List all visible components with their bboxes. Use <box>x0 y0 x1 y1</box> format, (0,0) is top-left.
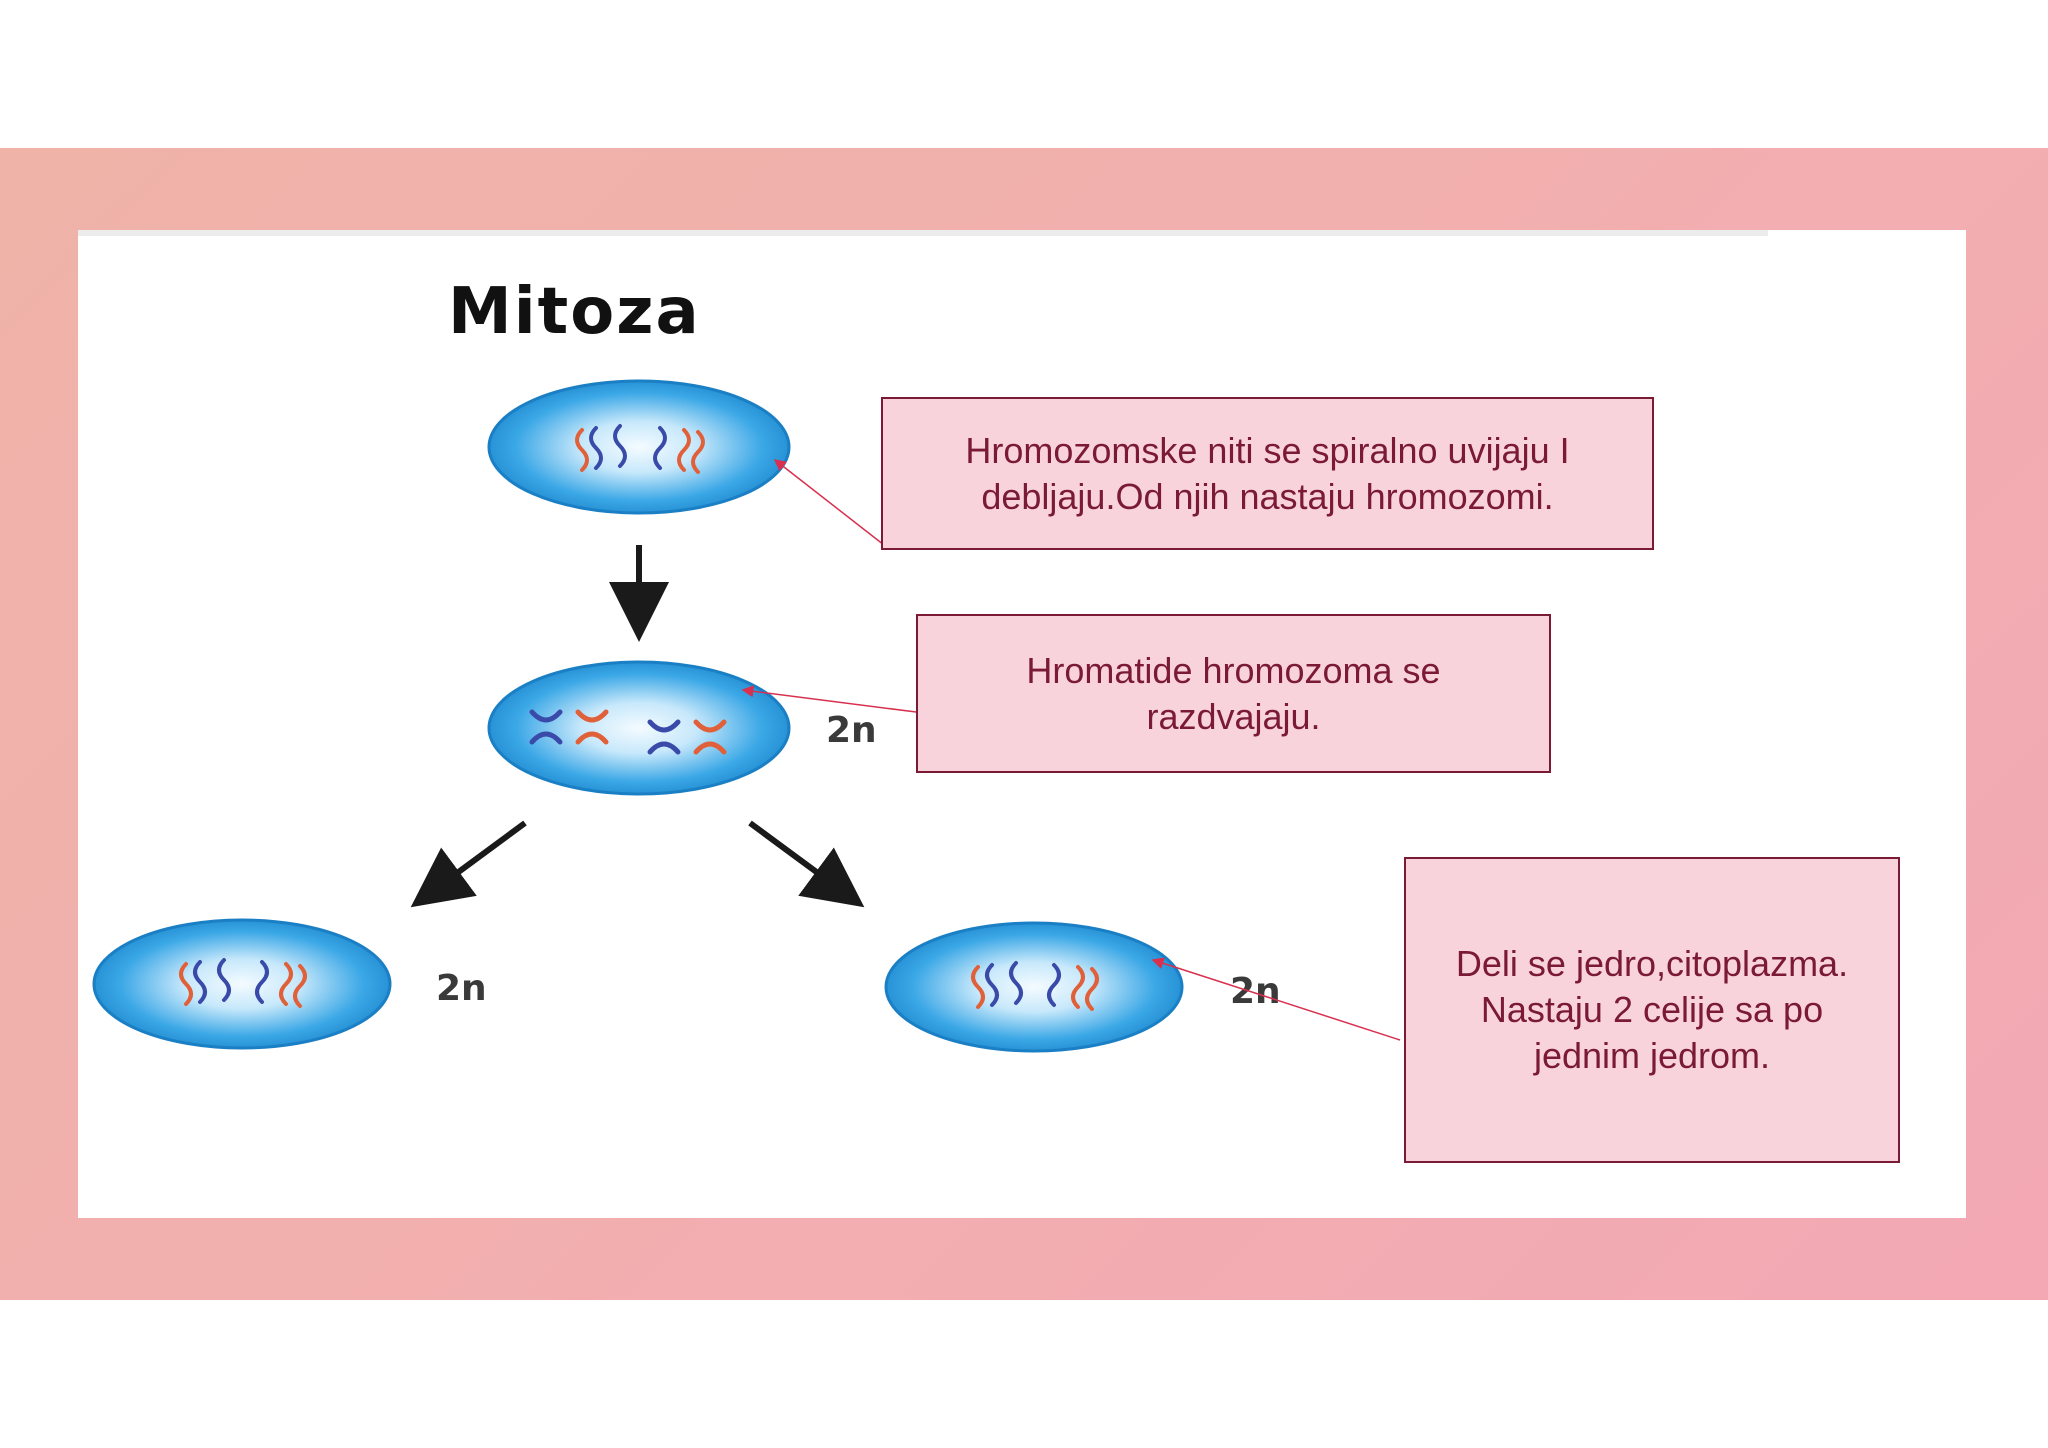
connector-2 <box>741 685 917 713</box>
connector-1 <box>773 459 885 546</box>
ploidy-label-left: 2n <box>436 968 487 1009</box>
panel-top-edge <box>78 230 1768 236</box>
chromatin-threads <box>575 424 705 474</box>
cell-prophase <box>487 379 791 515</box>
callout-prophase: Hromozomske niti se spiralno uvijaju I d… <box>881 397 1654 550</box>
ploidy-label-metaphase: 2n <box>826 710 877 751</box>
connector-3 <box>1151 957 1401 1041</box>
chromosomes-x <box>529 709 727 755</box>
arrow-down-left <box>410 820 527 908</box>
callout-telophase: Deli se jedro,citoplazma. Nastaju 2 celi… <box>1404 857 1900 1163</box>
ploidy-label-right: 2n <box>1230 971 1281 1012</box>
callout-anaphase: Hromatide hromozoma se razdvajaju. <box>916 614 1551 773</box>
arrow-down-right <box>748 820 865 908</box>
cell-daughter-right <box>884 921 1184 1053</box>
diagram-title: Mitoza <box>448 275 701 349</box>
cell-metaphase <box>487 660 791 796</box>
callout-prophase-text: Hromozomske niti se spiralno uvijaju I d… <box>965 429 1570 517</box>
callout-anaphase-text: Hromatide hromozoma se razdvajaju. <box>1026 649 1441 737</box>
cell-daughter-left <box>92 918 392 1050</box>
callout-telophase-text: Deli se jedro,citoplazma. Nastaju 2 celi… <box>1455 943 1849 1076</box>
